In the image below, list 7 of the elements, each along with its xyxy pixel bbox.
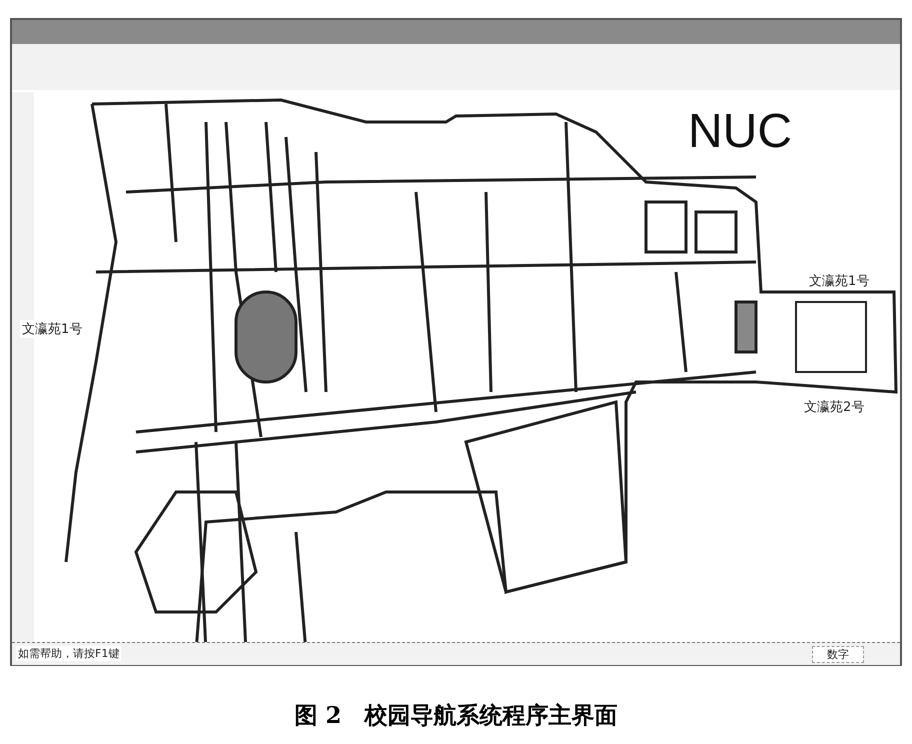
figure-caption: 图 2 校园导航系统程序主界面 [293, 701, 618, 731]
building-label: 文瀛苑2号 [802, 398, 866, 416]
status-indicator: 数字 [812, 646, 864, 663]
status-text: 如需帮助，请按F1键 [16, 646, 122, 661]
building-label: 文瀛苑1号 [20, 320, 84, 338]
building-label: 文瀛苑1号 [807, 272, 872, 290]
map-title: NUC [688, 104, 792, 159]
